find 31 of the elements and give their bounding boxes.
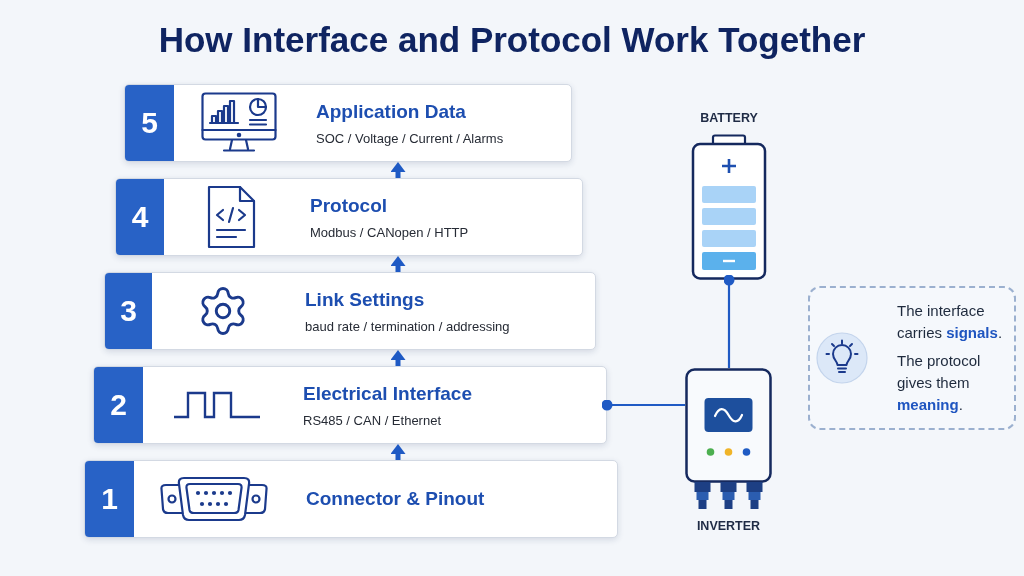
layer-card — [84, 460, 618, 538]
layer-examples: RS485 / CAN / Ethernet — [303, 411, 442, 429]
layer-card — [115, 178, 583, 256]
step-number: 4 — [131, 202, 149, 232]
layer-title: Application Data — [316, 99, 467, 124]
layer-card — [124, 84, 572, 162]
layer-examples: baud rate / termination / addressing — [305, 317, 510, 335]
layer-title: Electrical Interface — [303, 381, 472, 406]
component-label: INVERTER — [696, 518, 761, 534]
step-number: 1 — [101, 484, 118, 514]
layer-title: Link Settings — [305, 287, 426, 312]
layer-card — [93, 366, 607, 444]
tip-callout — [808, 286, 1016, 430]
arrow — [393, 162, 403, 178]
layer-examples: SOC / Voltage / Current / Alarms — [316, 129, 504, 147]
step-number: 2 — [110, 390, 127, 420]
layer-title: Protocol — [310, 193, 389, 218]
layer-examples: Modbus / CANopen / HTTP — [310, 223, 469, 241]
step-number: 3 — [120, 296, 137, 326]
layer-card — [104, 272, 596, 350]
arrow — [393, 350, 403, 366]
diagram-title: How Interface and Protocol Work Together — [158, 19, 866, 61]
connector-line — [601, 399, 685, 411]
arrow — [393, 444, 403, 460]
callout-text: The protocol gives them meaning. — [897, 351, 982, 415]
component-label: BATTERY — [700, 110, 758, 126]
step-number: 5 — [141, 108, 158, 138]
connector-line — [723, 274, 735, 368]
callout-text: The interface carries signals. — [897, 301, 1004, 343]
layer-title: Connector & Pinout — [306, 487, 485, 511]
arrow — [393, 256, 403, 272]
